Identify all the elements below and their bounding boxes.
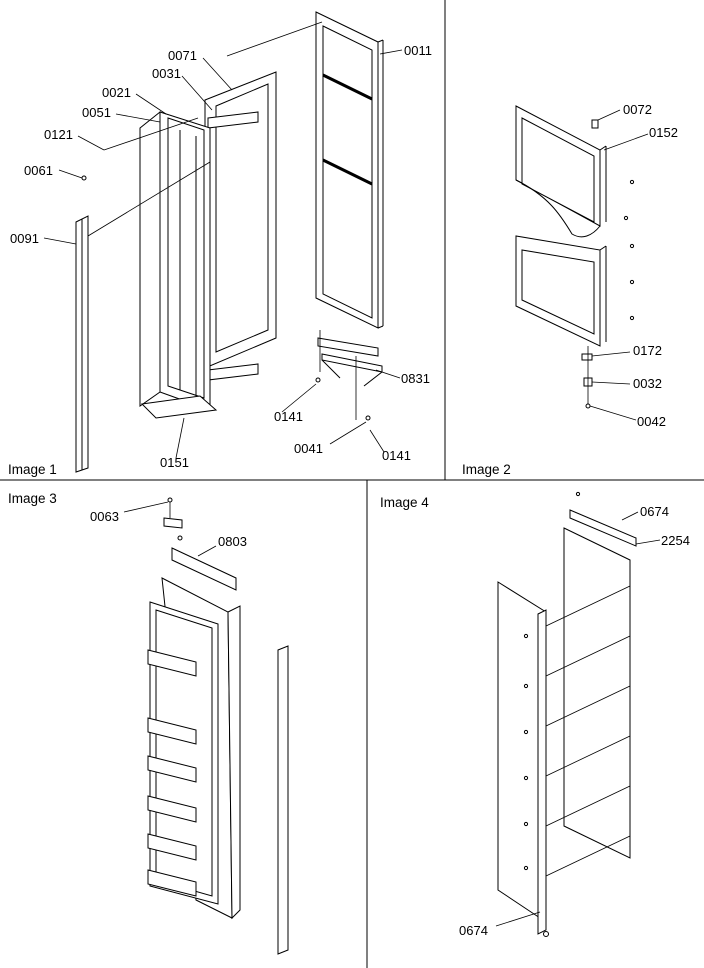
panel-image-4: 0674 2254 0674 Image 4 [380,491,690,938]
leader-lines-image-4 [495,511,661,927]
shelf-rails [545,585,631,877]
shelf-screws [591,119,635,321]
door-bins [147,649,197,897]
shelf-panel-upper [515,105,607,238]
part-label-0831: 0831 [401,371,430,386]
part-label-0042: 0042 [637,414,666,429]
part-label-0032: 0032 [633,376,662,391]
panel-image-3: 0063 0803 Image 3 [8,491,289,955]
part-label-0674-top: 0674 [640,504,669,519]
door-inner-body [139,110,218,419]
leader-lines-image-1 [43,21,403,459]
shelf-panel-lower [515,235,607,347]
door-outer-panel [315,11,384,329]
part-label-2254: 2254 [661,533,690,548]
part-label-0803: 0803 [218,534,247,549]
top-cap-parts [163,497,237,591]
part-label-0141-right: 0141 [382,448,411,463]
panel-caption-image-3: Image 3 [8,491,57,506]
part-label-0011: 0011 [404,43,432,58]
part-label-0151: 0151 [160,455,189,470]
panel-caption-image-4: Image 4 [380,495,429,510]
part-label-0063: 0063 [90,509,119,524]
part-label-0051: 0051 [82,105,111,120]
part-label-0091: 0091 [10,231,39,246]
part-label-0152: 0152 [649,125,678,140]
panel-image-1: 0011 0071 0031 0021 0051 0121 0061 0091 … [8,11,432,477]
door-panel-assembly [497,509,637,935]
side-trim-strip [75,215,89,473]
door-liner-frame [204,71,277,381]
part-label-0674-bottom: 0674 [459,923,488,938]
part-label-0072: 0072 [623,102,652,117]
part-label-0121: 0121 [44,127,73,142]
leader-lines-image-3 [123,501,217,557]
part-label-0071: 0071 [168,48,197,63]
panel-caption-image-2: Image 2 [462,462,511,477]
panel-image-2: 0072 0152 0172 0032 0042 Image 2 [462,102,678,477]
panel-caption-image-1: Image 1 [8,462,57,477]
side-gasket-strip [277,645,289,955]
lower-hinge-parts [81,175,383,421]
part-label-0041: 0041 [294,441,323,456]
shelf-hinge-parts [581,346,593,409]
part-label-0031: 0031 [152,66,181,81]
leader-lines-image-2 [589,109,649,421]
part-label-0021: 0021 [102,85,131,100]
part-label-0061: 0061 [24,163,53,178]
door-assembly [149,577,241,920]
part-label-0172: 0172 [633,343,662,358]
rail-screws [523,491,581,937]
part-label-0141-left: 0141 [274,409,303,424]
